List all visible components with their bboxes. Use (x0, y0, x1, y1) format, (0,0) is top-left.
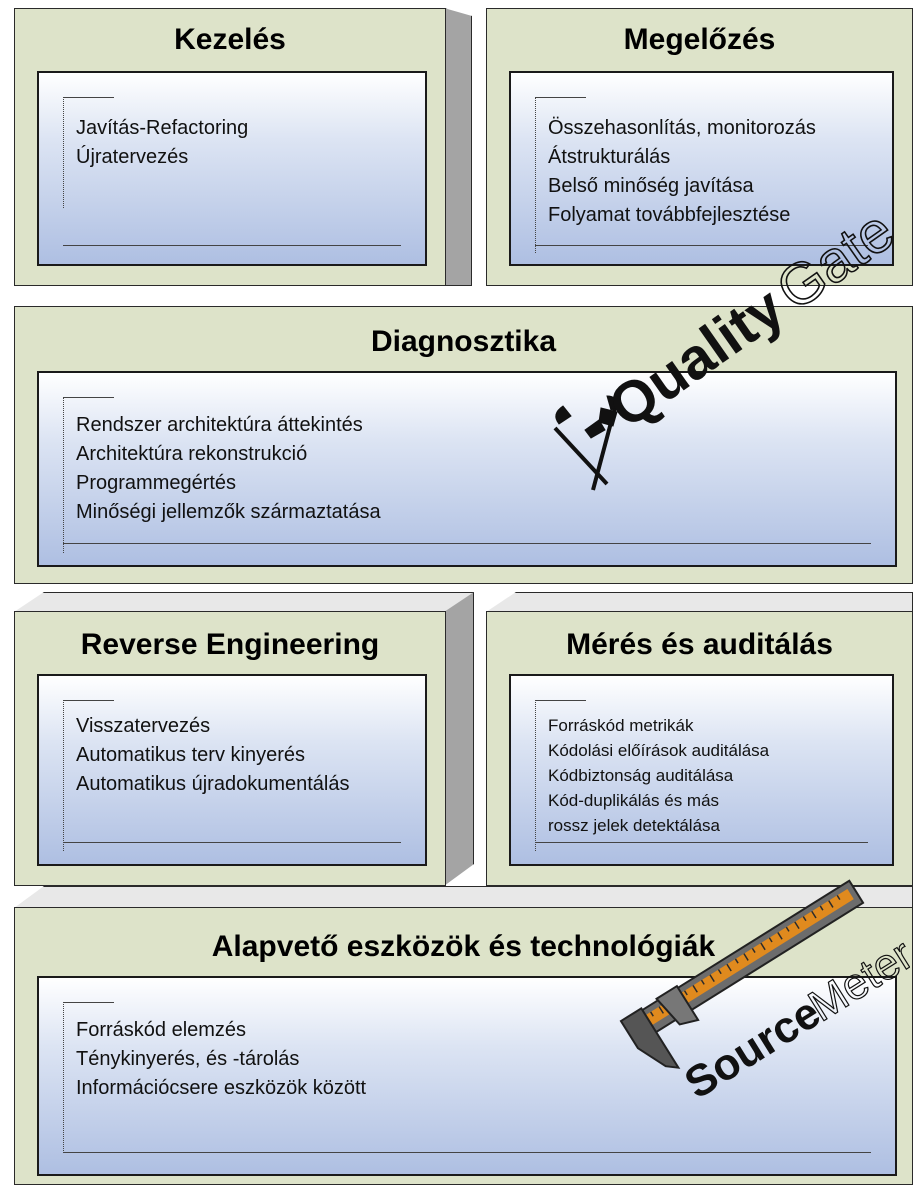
diagnosztika-box: Diagnosztika Rendszer architektúra áttek… (14, 306, 913, 584)
megelozes-bracket (535, 97, 586, 253)
reverse-underline (63, 842, 401, 843)
list-item: Átstrukturálás (548, 146, 671, 168)
meres-underline (535, 842, 868, 843)
alapveto-list: Forráskód elemzés Ténykinyerés, és -táro… (76, 1016, 366, 1103)
kezeles-box: Kezelés Javítás-Refactoring Újratervezés (14, 8, 446, 286)
list-item: Összehasonlítás, monitorozás (548, 117, 816, 139)
reverse-title: Reverse Engineering (80, 628, 380, 661)
megelozes-box: Megelőzés Összehasonlítás, monitorozás Á… (486, 8, 913, 286)
megelozes-list: Összehasonlítás, monitorozás Átstrukturá… (548, 114, 816, 230)
reverse-box: Reverse Engineering Visszatervezés Autom… (14, 611, 446, 886)
reverse-panel: Visszatervezés Automatikus terv kinyerés… (37, 674, 427, 866)
alapveto-panel: Forráskód elemzés Ténykinyerés, és -táro… (37, 976, 897, 1176)
list-item: Információcsere eszközök között (76, 1077, 367, 1099)
kezeles-title: Kezelés (174, 23, 286, 56)
list-item: Kódbiztonság auditálása (548, 766, 734, 785)
diagnosztika-panel: Rendszer architektúra áttekintés Archite… (37, 371, 897, 567)
qualitygate-bold-text: Quality (597, 275, 795, 441)
qualitygate-logo: Quality Gate (553, 197, 906, 491)
diagnosztika-underline (63, 543, 871, 544)
reverse-bracket (63, 700, 114, 851)
alapveto-bracket (63, 1002, 114, 1153)
list-item: Rendszer architektúra áttekintés (76, 414, 363, 436)
kezeles-underline (63, 245, 401, 246)
kezeles-box-side (444, 8, 472, 286)
alapveto-title: Alapvető eszközök és technológiák (211, 930, 716, 963)
megelozes-panel: Összehasonlítás, monitorozás Átstrukturá… (509, 71, 894, 266)
alapveto-underline (63, 1152, 871, 1153)
list-item: Minőségi jellemzők származtatása (76, 501, 381, 523)
diagnosztika-bracket (63, 397, 114, 553)
list-item: Kód-duplikálás és más (548, 791, 720, 810)
kezeles-list: Javítás-Refactoring Újratervezés (76, 114, 248, 172)
list-item: Belső minőség javítása (548, 175, 754, 197)
list-item: Folyamat továbbfejlesztése (548, 204, 791, 226)
qualitygate-light-text: Gate (765, 198, 905, 323)
megelozes-title: Megelőzés (623, 23, 776, 56)
list-item: Javítás-Refactoring (76, 117, 249, 139)
diagnosztika-list: Rendszer architektúra áttekintés Archite… (76, 411, 381, 527)
meres-box: Mérés és auditálás Forráskód metrikák Kó… (486, 611, 913, 886)
caliper-icon (619, 879, 865, 1069)
list-item: Automatikus újradokumentálás (76, 773, 350, 795)
sourcemeter-logo: Source Meter (619, 879, 910, 1108)
list-item: Automatikus terv kinyerés (76, 744, 305, 766)
sourcemeter-light-text: Meter (800, 930, 910, 1031)
diagnosztika-title: Diagnosztika (370, 325, 557, 358)
meres-title: Mérés és auditálás (566, 628, 833, 661)
meres-list: Forráskód metrikák Kódolási előírások au… (548, 713, 769, 838)
list-item: Programmegértés (76, 472, 237, 494)
list-item: Ténykinyerés, és -tárolás (76, 1048, 300, 1070)
meres-bracket (535, 700, 586, 851)
list-item: Visszatervezés (76, 715, 211, 737)
reverse-list: Visszatervezés Automatikus terv kinyerés… (76, 712, 349, 799)
reverse-box-top (14, 592, 474, 612)
meres-panel: Forráskód metrikák Kódolási előírások au… (509, 674, 894, 866)
list-item: Újratervezés (76, 146, 189, 168)
halberd-icon (553, 395, 620, 491)
list-item: Kódolási előírások auditálása (548, 741, 770, 760)
meres-box-top (486, 592, 913, 612)
list-item: Forráskód metrikák (548, 716, 694, 735)
list-item: rossz jelek detektálása (548, 816, 720, 835)
alapveto-box: Alapvető eszközök és technológiák Forrás… (14, 907, 913, 1185)
megelozes-underline (535, 245, 868, 246)
list-item: Forráskód elemzés (76, 1019, 247, 1041)
reverse-box-side (444, 592, 474, 886)
kezeles-bracket (63, 97, 114, 208)
list-item: Architektúra rekonstrukció (76, 443, 308, 465)
kezeles-panel: Javítás-Refactoring Újratervezés (37, 71, 427, 266)
